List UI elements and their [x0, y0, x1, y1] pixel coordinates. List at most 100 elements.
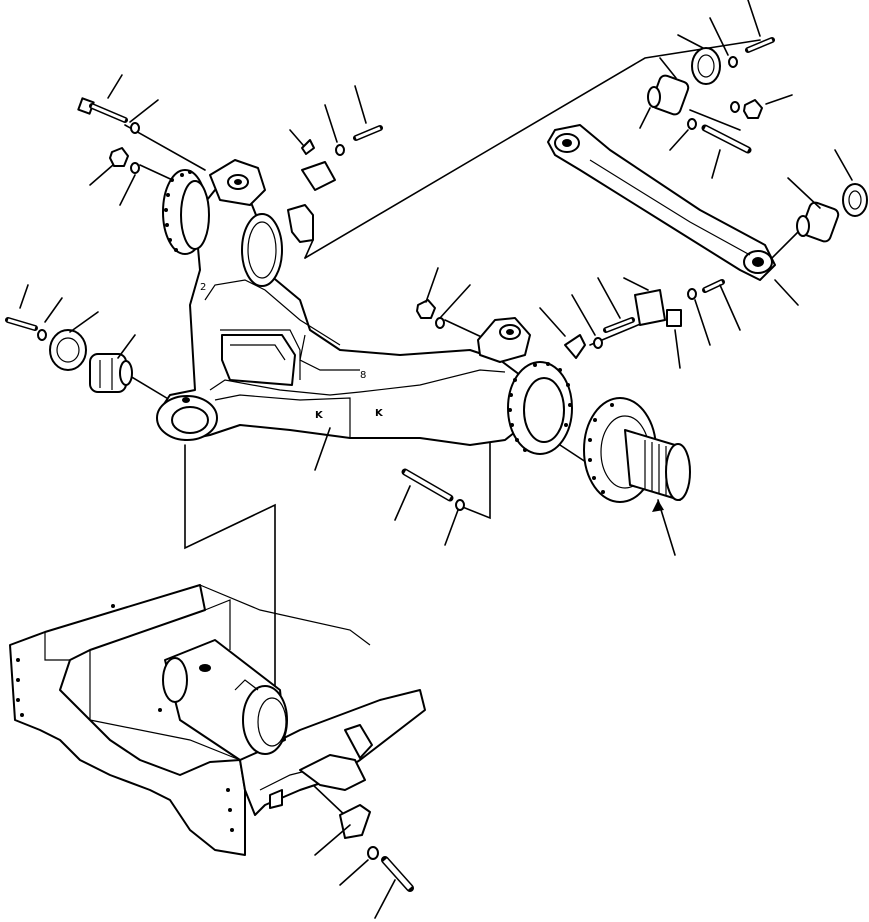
bolt-top-left	[77, 97, 128, 123]
cover-plate-left-outer	[49, 329, 87, 371]
cover-plate-right-inner	[848, 190, 862, 210]
boss-number-1: 2	[200, 282, 206, 293]
washer-top-right	[728, 56, 738, 68]
pin-bore-left	[171, 406, 209, 434]
cover-plate-top-outer	[691, 47, 721, 85]
washer-bracket	[593, 337, 603, 349]
lug-left-hole-inner	[234, 179, 242, 185]
trunnion-housing-flange	[242, 685, 288, 755]
bolt-top-right	[745, 37, 775, 53]
bolt-link	[701, 124, 752, 154]
mark-left: K	[315, 410, 324, 421]
bracket-spacer	[666, 309, 682, 327]
rear-frame-small-tab	[269, 789, 283, 809]
trunnion-left-bore	[247, 221, 277, 279]
output-flange-shaft	[583, 397, 691, 503]
bolt-top-mid	[353, 125, 383, 141]
lug-right-top	[477, 317, 531, 363]
bolt-bottom	[381, 856, 414, 892]
rear-frame-cross-rail	[199, 584, 371, 646]
tab-left	[287, 204, 314, 243]
washer-mid	[435, 317, 445, 329]
flange-arrow	[652, 500, 664, 512]
rear-frame-corner	[44, 632, 70, 661]
washers-nuts	[37, 56, 763, 860]
assembly-line-bolt-right	[689, 109, 741, 131]
cover-plate-top-inner	[697, 54, 715, 78]
bushing-right	[796, 201, 840, 243]
bolt-right-bracket	[603, 317, 635, 333]
axle-support-joint	[214, 394, 351, 438]
cover-plate-left-inner	[56, 337, 80, 363]
nut-left	[109, 147, 129, 167]
washer-top-left	[130, 122, 140, 134]
washer-lower	[455, 499, 465, 511]
flange-left-inner	[180, 180, 210, 250]
bushing-right-end	[796, 215, 810, 237]
bracket-plate-top-body	[301, 161, 336, 191]
lateral-link-rib	[589, 159, 751, 256]
bracket-plate-right	[634, 289, 682, 327]
axle-support-window	[221, 334, 296, 386]
axle-support: 2 8 K K	[156, 159, 586, 455]
flange-right-inner	[523, 377, 565, 443]
axle-support-rib	[299, 334, 360, 371]
washer-top-mid	[335, 144, 345, 156]
trunnion-housing-grease	[199, 664, 211, 672]
axle-support-body	[159, 189, 536, 446]
washer-right-small	[687, 288, 697, 300]
trunnion-housing-bore	[257, 697, 287, 747]
rear-frame-mount-lug	[344, 724, 373, 759]
bushing-left-end	[119, 360, 133, 386]
axle-support-window-inner	[230, 344, 286, 361]
callout-leaders	[19, 0, 853, 919]
lateral-link	[547, 124, 776, 281]
nut-mid	[416, 299, 436, 319]
bolts	[5, 37, 775, 892]
lateral-link-body	[547, 124, 776, 281]
cover-plate-right	[842, 183, 868, 217]
assembly-line-bolt-left	[124, 124, 206, 171]
output-flange-holes	[588, 403, 614, 494]
nut-link-top	[743, 99, 763, 119]
bolt-lower	[401, 468, 454, 502]
trunnion-left-tube	[241, 213, 283, 287]
cover-plate-right-outer	[842, 183, 868, 217]
bracket-plate-right-body	[634, 289, 666, 326]
bolt-left-side	[5, 317, 38, 331]
rear-frame-inner-bottom	[89, 719, 241, 761]
rear-frame	[9, 584, 426, 856]
mark-right: K	[375, 408, 384, 419]
flange-left-holes	[164, 170, 192, 252]
rear-frame-bolt-holes	[16, 604, 234, 832]
trunnion-housing-band	[234, 679, 259, 691]
bracket-plate-top	[301, 161, 336, 191]
bracket-right-small	[564, 334, 586, 359]
washer-link-top	[730, 101, 740, 113]
assembly-line-bolt-lower	[459, 419, 491, 520]
bushing-left	[89, 353, 133, 393]
axle-support-edge-2	[209, 369, 506, 396]
rear-frame-mount-bracket	[299, 754, 366, 791]
assembly-line-top	[304, 39, 761, 259]
cap-bracket	[339, 804, 371, 839]
cover-plate-left	[49, 329, 87, 371]
assembly-line-pin-down	[184, 444, 276, 701]
boss-number-2: 8	[360, 370, 366, 381]
axle-support-window-top	[220, 329, 301, 380]
washer-link	[687, 118, 697, 130]
washer-bottom	[367, 846, 379, 860]
output-shaft-splines	[644, 440, 667, 496]
washer-left-side	[37, 329, 47, 341]
bushing-top	[647, 74, 690, 116]
output-shaft-end	[665, 443, 691, 501]
bushing-top-end	[647, 86, 661, 108]
lateral-link-eye-top-bore	[562, 139, 572, 147]
pin-grease-left	[182, 397, 190, 403]
lateral-link-eye-bottom-bore	[752, 257, 764, 267]
trunnion-housing-end	[162, 657, 188, 703]
washer-left	[130, 162, 140, 174]
rear-frame-inner-top	[204, 599, 231, 650]
